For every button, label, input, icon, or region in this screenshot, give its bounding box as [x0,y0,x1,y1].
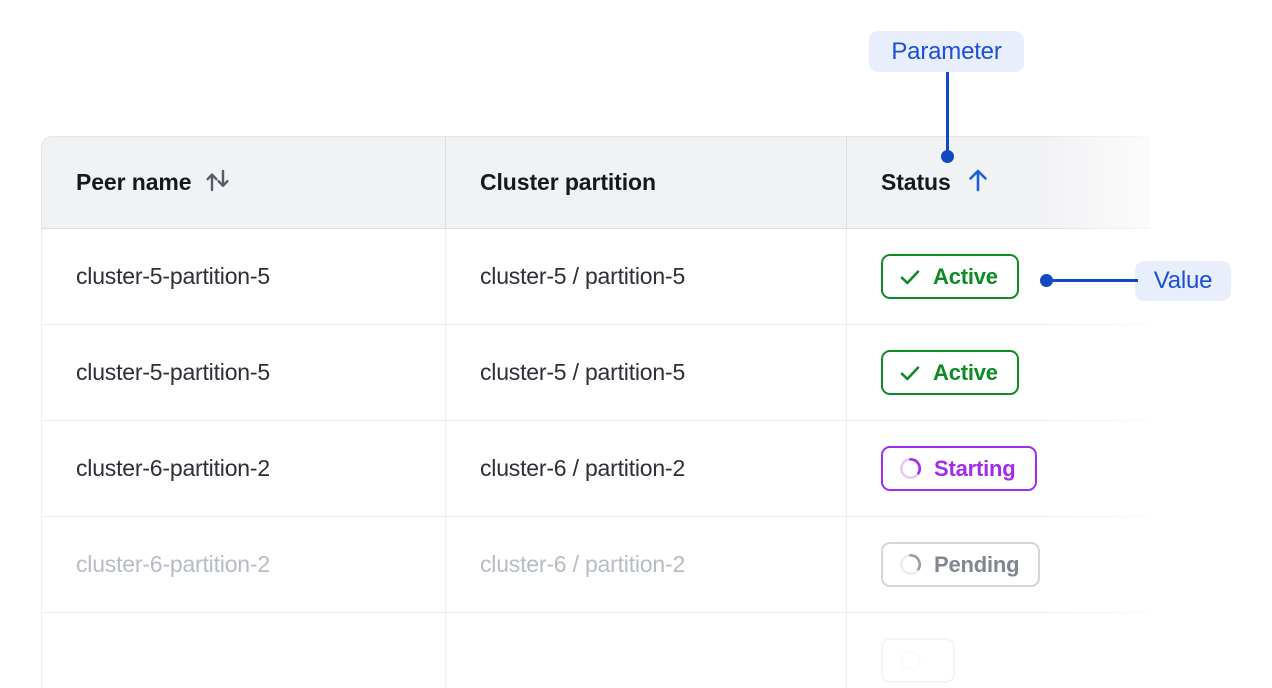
cell-status: Pending [846,517,1151,613]
table-row[interactable]: cluster-5-partition-5 cluster-5 / partit… [41,229,1151,325]
column-header-cluster-partition-label: Cluster partition [480,169,656,195]
column-header-status-label: Status [881,169,951,195]
table-row[interactable]: cluster-6-partition-2 cluster-6 / partit… [41,517,1151,613]
check-icon [898,361,922,385]
status-badge [881,638,955,683]
table-row[interactable] [41,613,1151,688]
annotation-parameter-connector-line [946,72,949,156]
cell-status: Starting [846,421,1151,517]
annotation-value-connector-line [1050,279,1138,282]
status-badge: Starting [881,446,1037,491]
annotation-value-connector-dot [1040,274,1053,287]
spinner-icon [898,648,923,673]
status-badge: Active [881,350,1019,395]
column-header-peer-name[interactable]: Peer name [41,136,445,229]
table-body: cluster-5-partition-5 cluster-5 / partit… [41,229,1151,688]
column-header-status[interactable]: Status [846,136,1151,229]
column-header-peer-name-label: Peer name [76,169,192,195]
peers-table-container: Peer name Cluster partit [41,136,1151,688]
column-header-cluster-partition[interactable]: Cluster partition [445,136,846,229]
cell-status: Active [846,229,1151,325]
annotation-parameter-connector-dot [941,150,954,163]
status-badge-label: Starting [934,455,1016,481]
cell-status: Active [846,325,1151,421]
table-row[interactable]: cluster-5-partition-5 cluster-5 / partit… [41,325,1151,421]
cell-peer-name [41,613,445,688]
cell-peer-name: cluster-5-partition-5 [41,229,445,325]
arrow-up-icon[interactable] [965,166,991,200]
status-badge-label: Active [933,263,998,289]
cell-cluster-partition [445,613,846,688]
annotation-parameter-pill: Parameter [869,31,1024,72]
peers-table: Peer name Cluster partit [41,136,1151,688]
cell-cluster-partition: cluster-6 / partition-2 [445,421,846,517]
status-badge: Active [881,254,1019,299]
sort-updown-icon[interactable] [205,166,231,200]
status-badge: Pending [881,542,1041,587]
cell-peer-name: cluster-6-partition-2 [41,517,445,613]
table-header: Peer name Cluster partit [41,136,1151,229]
spinner-icon [898,456,923,481]
status-badge-label: Pending [934,551,1020,577]
cell-peer-name: cluster-5-partition-5 [41,325,445,421]
status-badge-label: Active [933,359,998,385]
check-icon [898,265,922,289]
spinner-icon [898,552,923,577]
cell-cluster-partition: cluster-6 / partition-2 [445,517,846,613]
annotation-value-pill: Value [1135,261,1231,301]
cell-peer-name: cluster-6-partition-2 [41,421,445,517]
cell-cluster-partition: cluster-5 / partition-5 [445,229,846,325]
table-header-row: Peer name Cluster partit [41,136,1151,229]
table-row[interactable]: cluster-6-partition-2 cluster-6 / partit… [41,421,1151,517]
cell-status [846,613,1151,688]
cell-cluster-partition: cluster-5 / partition-5 [445,325,846,421]
